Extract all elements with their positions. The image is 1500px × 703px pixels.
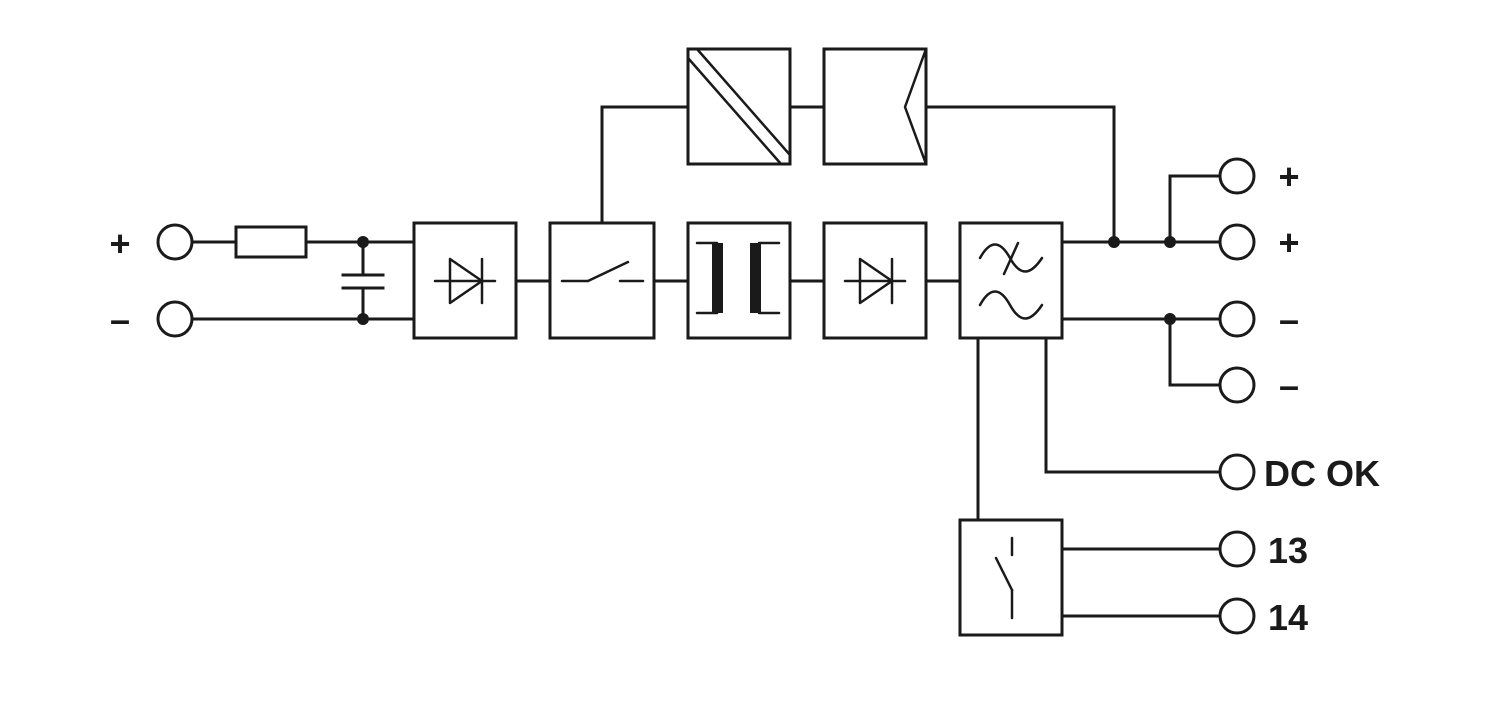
junction-dot: [1108, 236, 1120, 248]
terminal-label-out-minus-2: –: [1279, 365, 1299, 406]
output-diode-block: [822, 221, 928, 340]
control-converter-block: [686, 47, 792, 166]
terminal-label-dc-ok: DC OK: [1264, 453, 1380, 494]
junctions: [357, 236, 1176, 325]
output-terminals: + + – – DC OK 13 14: [1218, 156, 1380, 638]
terminal-out-plus-2[interactable]: [1218, 223, 1256, 261]
terminal-out-minus-2[interactable]: [1218, 366, 1256, 404]
terminal-label-in-plus: +: [109, 223, 130, 264]
junction-dot: [357, 313, 369, 325]
control-converter-icon: [686, 47, 792, 166]
terminal-label-out-plus-2: +: [1278, 222, 1299, 263]
regulator-icon: [903, 47, 928, 166]
terminal-in-minus[interactable]: [156, 300, 194, 338]
transformer-icon: [695, 241, 781, 315]
terminal-out-minus-1[interactable]: [1218, 300, 1256, 338]
terminal-label-out-plus-1: +: [1278, 156, 1299, 197]
junction-dot: [1164, 236, 1176, 248]
fuse-icon: [234, 225, 308, 259]
rectifier-diode-icon: [433, 257, 497, 305]
terminal-13[interactable]: [1218, 530, 1256, 568]
filter-block: [958, 221, 1064, 340]
transformer-block: [686, 221, 792, 340]
terminal-label-13: 13: [1268, 530, 1308, 571]
output-diode-icon: [843, 257, 907, 305]
terminal-dc-ok[interactable]: [1218, 453, 1256, 491]
input-terminals: + –: [109, 223, 194, 340]
filter-icon: [978, 241, 1044, 320]
relay-block: [958, 518, 1064, 637]
relay-contact-icon: [994, 536, 1014, 620]
junction-dot: [1164, 313, 1176, 325]
switch-icon: [560, 260, 645, 283]
terminal-label-14: 14: [1268, 597, 1308, 638]
terminal-out-plus-1[interactable]: [1218, 157, 1256, 195]
terminal-label-out-minus-1: –: [1279, 299, 1299, 340]
terminal-14[interactable]: [1218, 597, 1256, 635]
junction-dot: [357, 236, 369, 248]
terminal-label-in-minus: –: [110, 299, 130, 340]
terminal-in-plus[interactable]: [156, 223, 194, 261]
switch-block: [548, 221, 656, 340]
rectifier-block: [412, 221, 518, 340]
wiring: [191, 105, 1222, 618]
regulator-block: [822, 47, 928, 166]
capacitor-icon: [341, 273, 385, 290]
